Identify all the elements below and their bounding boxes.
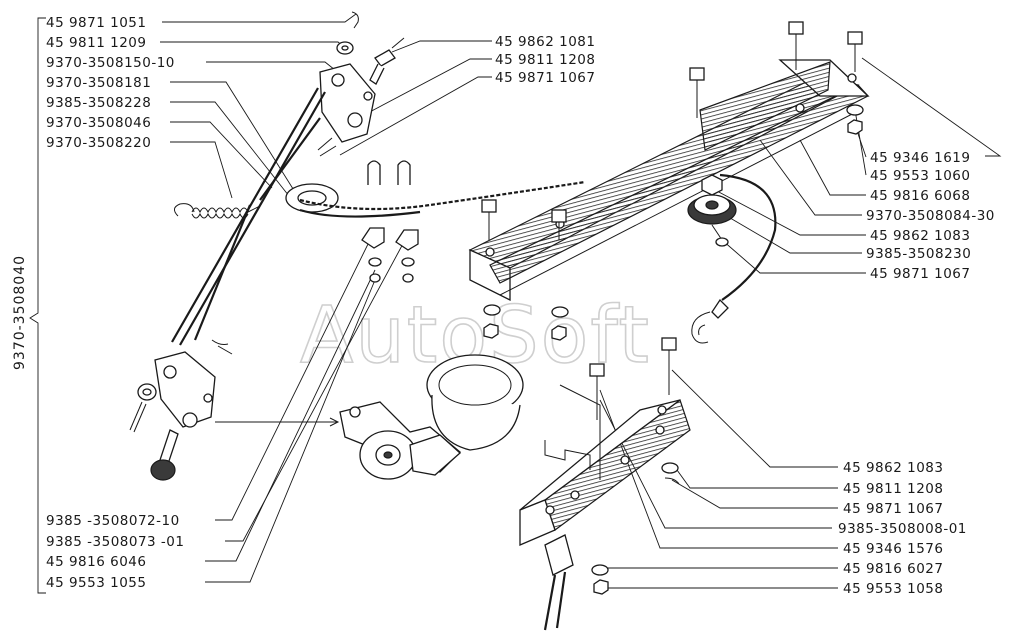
part-label: 9370-3508150-10 [46, 55, 175, 71]
left-label-group: 45 9871 1051 45 9811 1209 9370-3508150-1… [46, 15, 175, 151]
right-lower-leader-lines [599, 369, 838, 589]
part-label: 45 9346 1619 [870, 150, 970, 166]
lower-bracket [129, 339, 233, 481]
part-label: 45 9811 1209 [46, 35, 146, 51]
assembly-number: 9370-3508040 [12, 255, 28, 370]
cable-clips [361, 160, 419, 283]
lower-hardware [589, 337, 680, 595]
part-label: 45 9862 1083 [843, 460, 943, 476]
top-center-leader-lines [339, 40, 492, 156]
top-center-label-group: 45 9862 1081 45 9811 1208 45 9871 1067 [495, 34, 595, 86]
lower-channel-beam [519, 384, 691, 631]
part-label: 45 9871 1067 [870, 266, 970, 282]
part-label: 9385-3508008-01 [838, 521, 967, 537]
bottom-left-leader-lines [205, 239, 406, 583]
left-leader-lines [160, 13, 357, 211]
right-upper-leader-lines [714, 57, 1002, 274]
brake-chamber [215, 354, 524, 480]
top-hardware [336, 11, 405, 85]
part-label: 45 9811 1208 [495, 52, 595, 68]
part-label: 45 9816 6068 [870, 188, 970, 204]
part-label: 9370-3508181 [46, 75, 151, 91]
part-label: 45 9871 1067 [495, 70, 595, 86]
pulley [687, 174, 737, 247]
control-cable [299, 173, 777, 301]
part-label: 45 9871 1051 [46, 15, 146, 31]
upper-channel-beam [468, 59, 870, 302]
part-label: 45 9816 6027 [843, 561, 943, 577]
upper-bracket [317, 63, 376, 157]
bottom-left-label-group: 9385 -3508072-10 9385 -3508073 -01 45 98… [46, 513, 184, 591]
assembly-bracket: 9370-3508040 [12, 17, 46, 594]
part-label: 45 9346 1576 [843, 541, 943, 557]
part-label: 9385-3508228 [46, 95, 151, 111]
part-label: 9370-3508084-30 [866, 208, 995, 224]
lever-rods [171, 87, 339, 346]
part-label: 45 9862 1083 [870, 228, 970, 244]
part-label: 45 9871 1067 [843, 501, 943, 517]
part-label: 9385-3508230 [866, 246, 971, 262]
part-label: 45 9553 1058 [843, 581, 943, 597]
part-label: 9370-3508220 [46, 135, 151, 151]
part-label: 45 9862 1081 [495, 34, 595, 50]
part-label: 45 9816 6046 [46, 554, 146, 570]
part-label: 9385 -3508073 -01 [46, 534, 184, 550]
upper-bolts [481, 21, 863, 240]
spring [174, 203, 261, 219]
part-label: 45 9553 1055 [46, 575, 146, 591]
part-label: 45 9553 1060 [870, 168, 970, 184]
right-lower-label-group: 45 9862 1083 45 9811 1208 45 9871 1067 9… [838, 460, 967, 597]
part-label: 45 9811 1208 [843, 481, 943, 497]
part-label: 9385 -3508072-10 [46, 513, 180, 529]
right-upper-label-group: 45 9346 1619 45 9553 1060 45 9816 6068 9… [866, 150, 995, 282]
part-label: 9370-3508046 [46, 115, 151, 131]
upper-nuts [483, 104, 864, 341]
cable-hook [691, 298, 729, 344]
